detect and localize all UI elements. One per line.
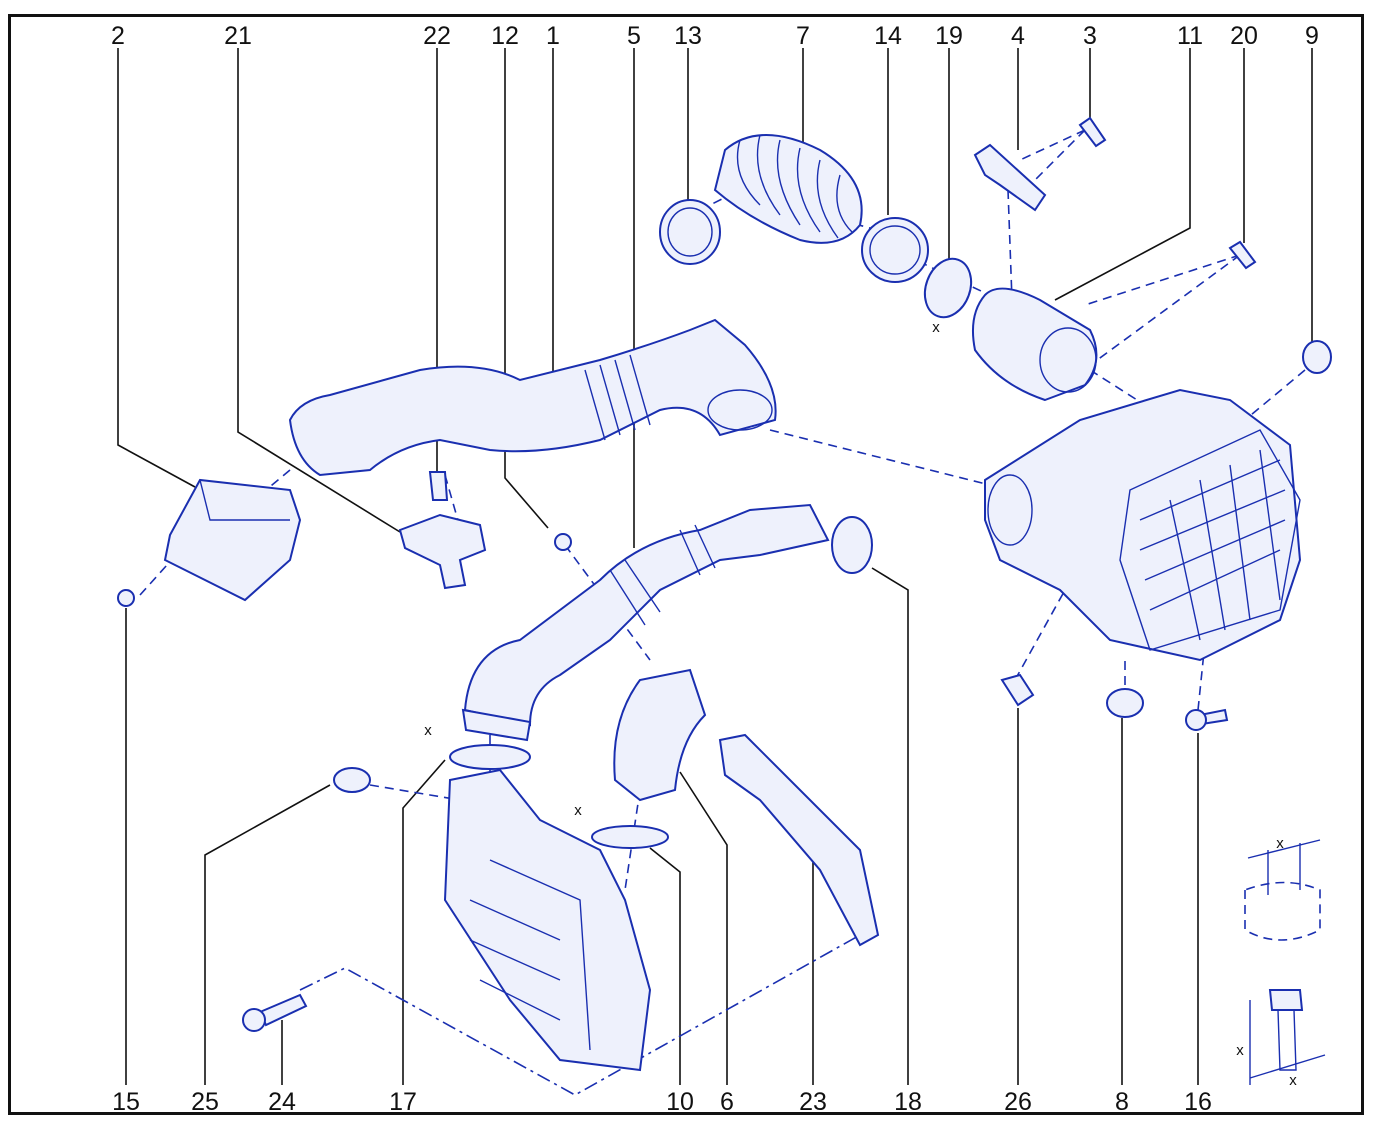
elbow-pipe-part-6 xyxy=(613,668,707,802)
callout-3: 3 xyxy=(1083,22,1097,50)
o-ring-part-10 xyxy=(591,825,669,849)
callout-6: 6 xyxy=(720,1088,734,1116)
o-ring-part-17 xyxy=(449,744,531,770)
bolt-part-15 xyxy=(117,589,135,607)
callout-17: 17 xyxy=(389,1088,417,1116)
callout-12: 12 xyxy=(491,22,519,50)
grommet-part-9 xyxy=(1302,340,1332,374)
air-filter-housing xyxy=(984,388,1302,662)
clip-part-26 xyxy=(1000,673,1035,707)
callout-numbers-top: 2 21 22 12 1 5 13 7 14 19 4 3 11 20 9 xyxy=(111,22,1319,50)
leader-18 xyxy=(871,567,909,1085)
callout-18: 18 xyxy=(894,1088,922,1116)
callout-26: 26 xyxy=(1004,1088,1032,1116)
grommet-part-8 xyxy=(1106,688,1144,718)
callout-5: 5 xyxy=(627,22,641,50)
callout-24: 24 xyxy=(268,1088,296,1116)
leader-6 xyxy=(679,771,728,1085)
callout-22: 22 xyxy=(423,22,451,50)
charge-air-pipe-part-5 xyxy=(461,503,830,742)
sensor-part-4 xyxy=(973,143,1047,212)
dimension-x-bolt-diameter: x xyxy=(1289,1072,1297,1089)
leader-12 xyxy=(504,48,549,529)
seal-part-18 xyxy=(831,516,873,574)
callout-1: 1 xyxy=(546,22,560,50)
leader-17 xyxy=(402,759,446,1085)
callout-14: 14 xyxy=(874,22,902,50)
callout-8: 8 xyxy=(1115,1088,1129,1116)
dimension-marks: x x x x x x xyxy=(424,319,1297,1089)
callout-16: 16 xyxy=(1184,1088,1212,1116)
leader-25 xyxy=(204,784,331,1085)
dimension-x-bolt-length: x xyxy=(1236,1042,1244,1059)
callout-4: 4 xyxy=(1011,22,1025,50)
intercooler-assembly xyxy=(443,768,652,1072)
air-inlet-part-2 xyxy=(163,478,302,602)
hose-clamp-part-14 xyxy=(861,217,929,283)
callout-20: 20 xyxy=(1230,22,1258,50)
dimension-legend-bolt xyxy=(1249,989,1326,1085)
leader-2 xyxy=(117,48,196,488)
hose-clamp-part-13 xyxy=(659,199,721,265)
callout-2: 2 xyxy=(111,22,125,50)
bolt-part-22 xyxy=(428,471,449,501)
callout-numbers-bottom: 15 25 24 17 10 6 23 18 26 8 16 xyxy=(112,1088,1212,1116)
callout-9: 9 xyxy=(1305,22,1319,50)
dimension-x-ring-17: x xyxy=(424,722,432,739)
dimension-x-nut: x xyxy=(1276,835,1284,852)
nut-part-25 xyxy=(333,767,371,793)
callout-21: 21 xyxy=(224,22,252,50)
bolt-part-12 xyxy=(554,533,572,551)
screw-part-3 xyxy=(1078,116,1107,148)
callout-25: 25 xyxy=(191,1088,219,1116)
leader-21 xyxy=(237,48,401,533)
seal-part-19 xyxy=(923,257,973,319)
leader-10 xyxy=(649,847,681,1085)
bracket-part-23 xyxy=(718,733,880,947)
dimension-legend-nut xyxy=(1244,839,1321,941)
bolt-part-24 xyxy=(242,993,308,1032)
callout-19: 19 xyxy=(935,22,963,50)
callout-13: 13 xyxy=(674,22,702,50)
air-flow-meter-part-11 xyxy=(972,287,1098,402)
bracket-part-21 xyxy=(398,513,487,590)
dimension-x-seal-19: x xyxy=(932,319,940,336)
corrugated-hose-part-7 xyxy=(713,134,863,244)
dimension-x-ring-10: x xyxy=(574,802,582,819)
callout-10: 10 xyxy=(666,1088,694,1116)
screw-part-20 xyxy=(1228,240,1257,270)
callout-7: 7 xyxy=(796,22,810,50)
leader-lines xyxy=(117,48,1313,1085)
bolt-part-16 xyxy=(1185,708,1229,731)
callout-23: 23 xyxy=(799,1088,827,1116)
callout-15: 15 xyxy=(112,1088,140,1116)
callout-11: 11 xyxy=(1177,22,1203,50)
intake-duct-part-1 xyxy=(288,318,777,477)
leader-11 xyxy=(1054,48,1191,301)
